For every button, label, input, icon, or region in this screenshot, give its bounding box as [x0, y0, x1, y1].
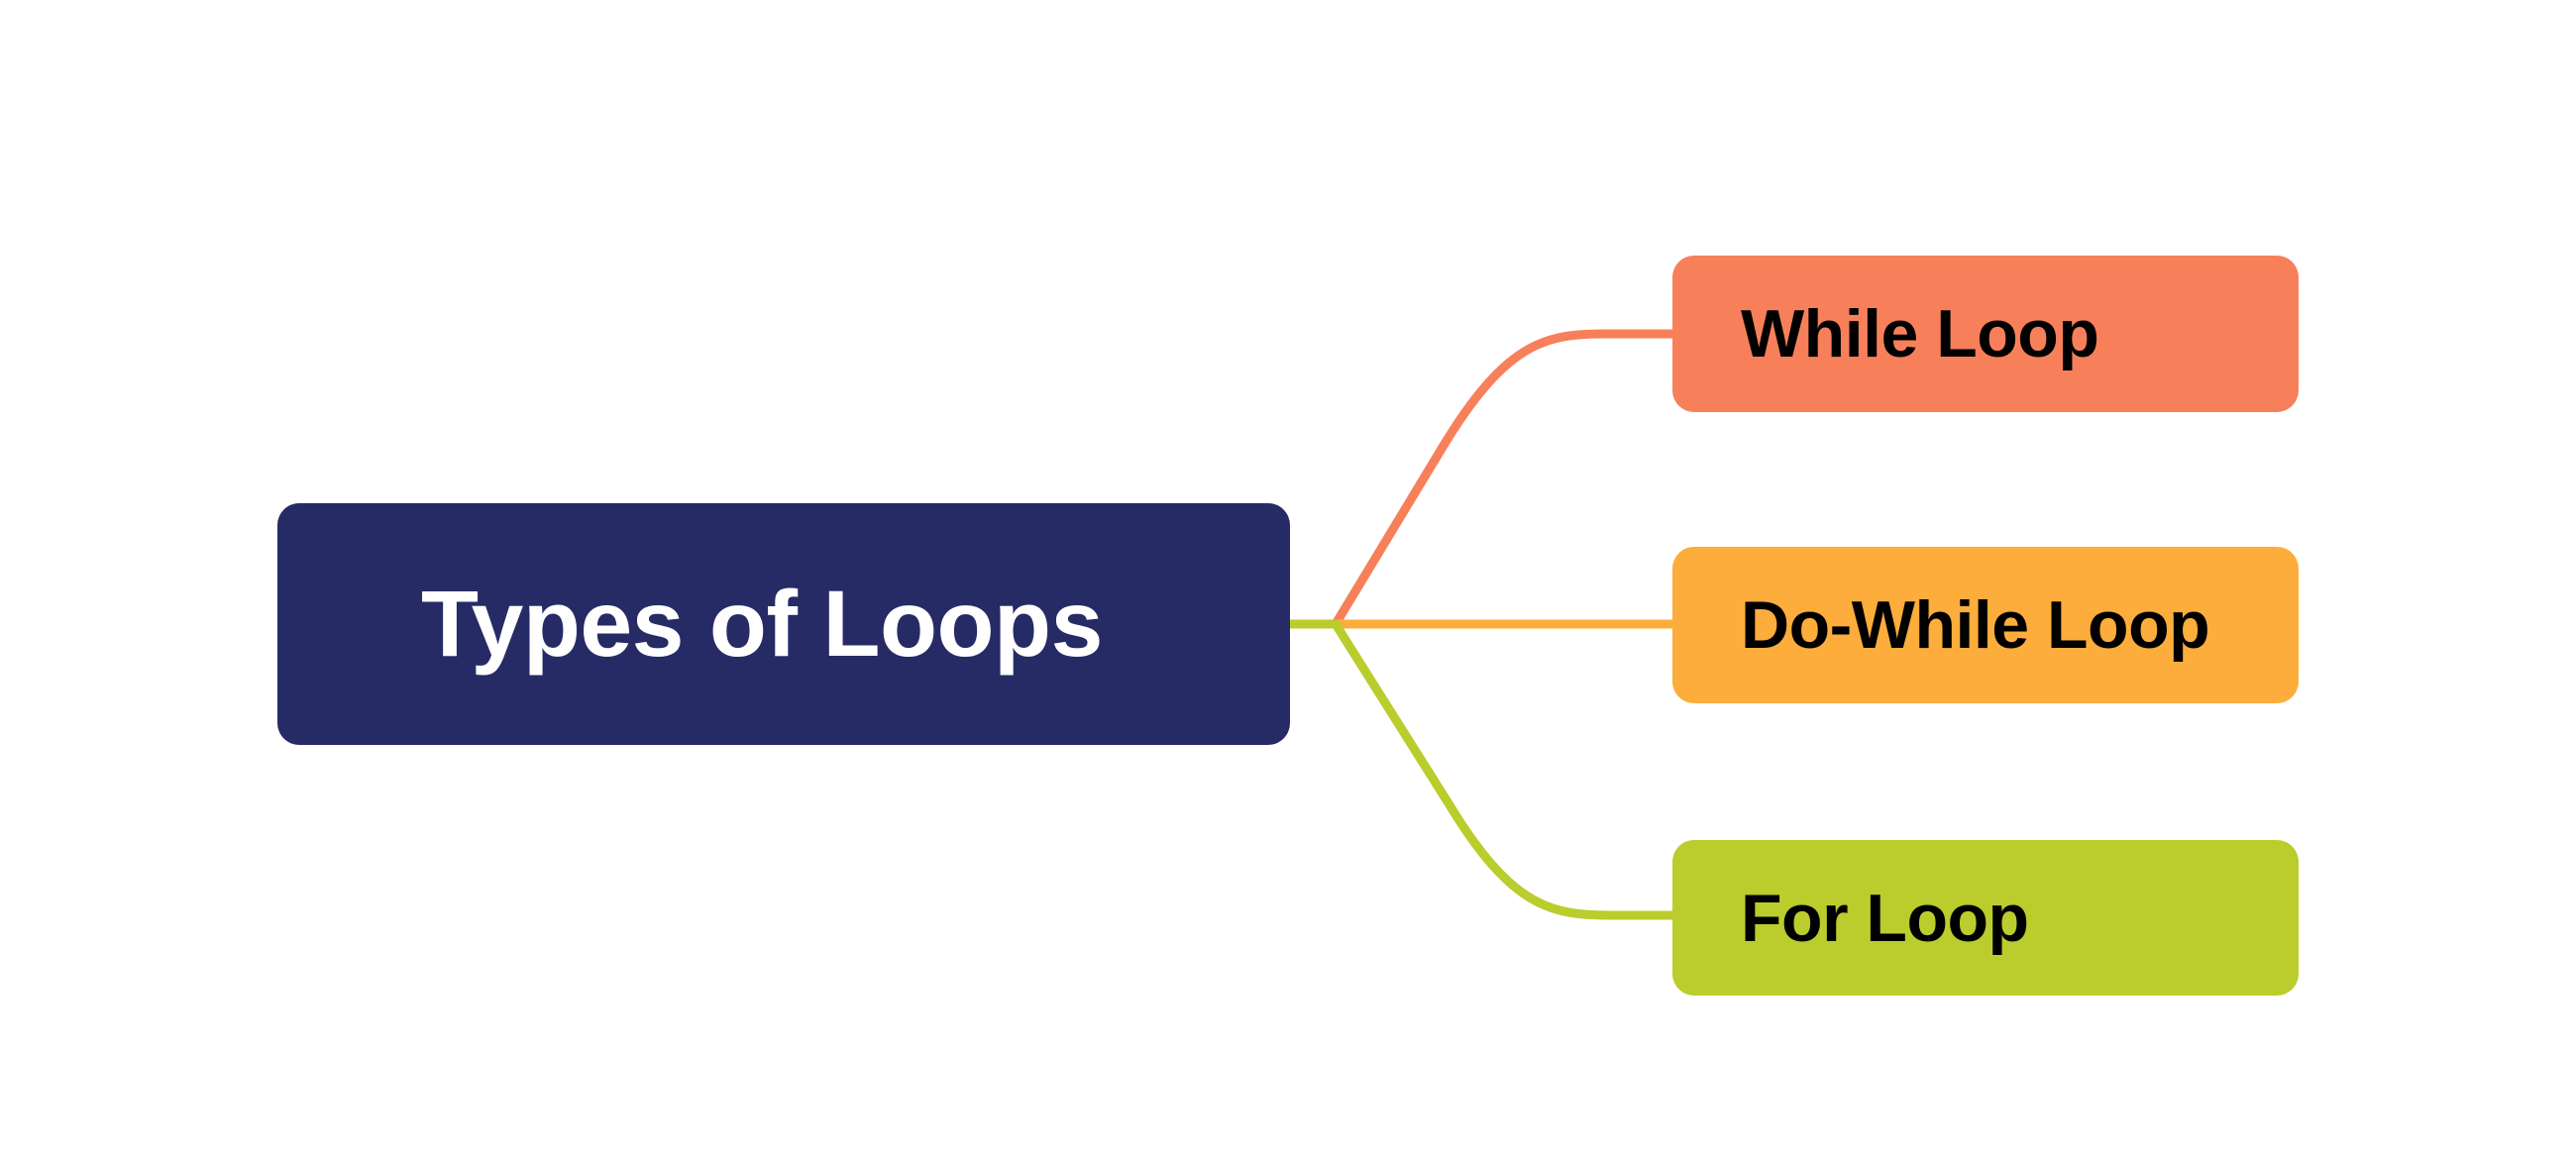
connector-for-loop — [1331, 619, 1681, 920]
branch-node-for-loop[interactable]: For Loop — [1672, 840, 2299, 996]
root-node-label: Types of Loops — [421, 571, 1103, 677]
branch-node-while-loop[interactable]: While Loop — [1672, 256, 2299, 412]
branch-node-for-loop-label: For Loop — [1741, 880, 2029, 956]
branch-node-do-while-loop[interactable]: Do-While Loop — [1672, 547, 2299, 703]
branch-node-do-while-loop-label: Do-While Loop — [1741, 587, 2210, 663]
connector-while-loop — [1331, 329, 1681, 629]
branch-node-while-loop-label: While Loop — [1741, 296, 2099, 371]
root-node[interactable]: Types of Loops — [277, 503, 1290, 745]
